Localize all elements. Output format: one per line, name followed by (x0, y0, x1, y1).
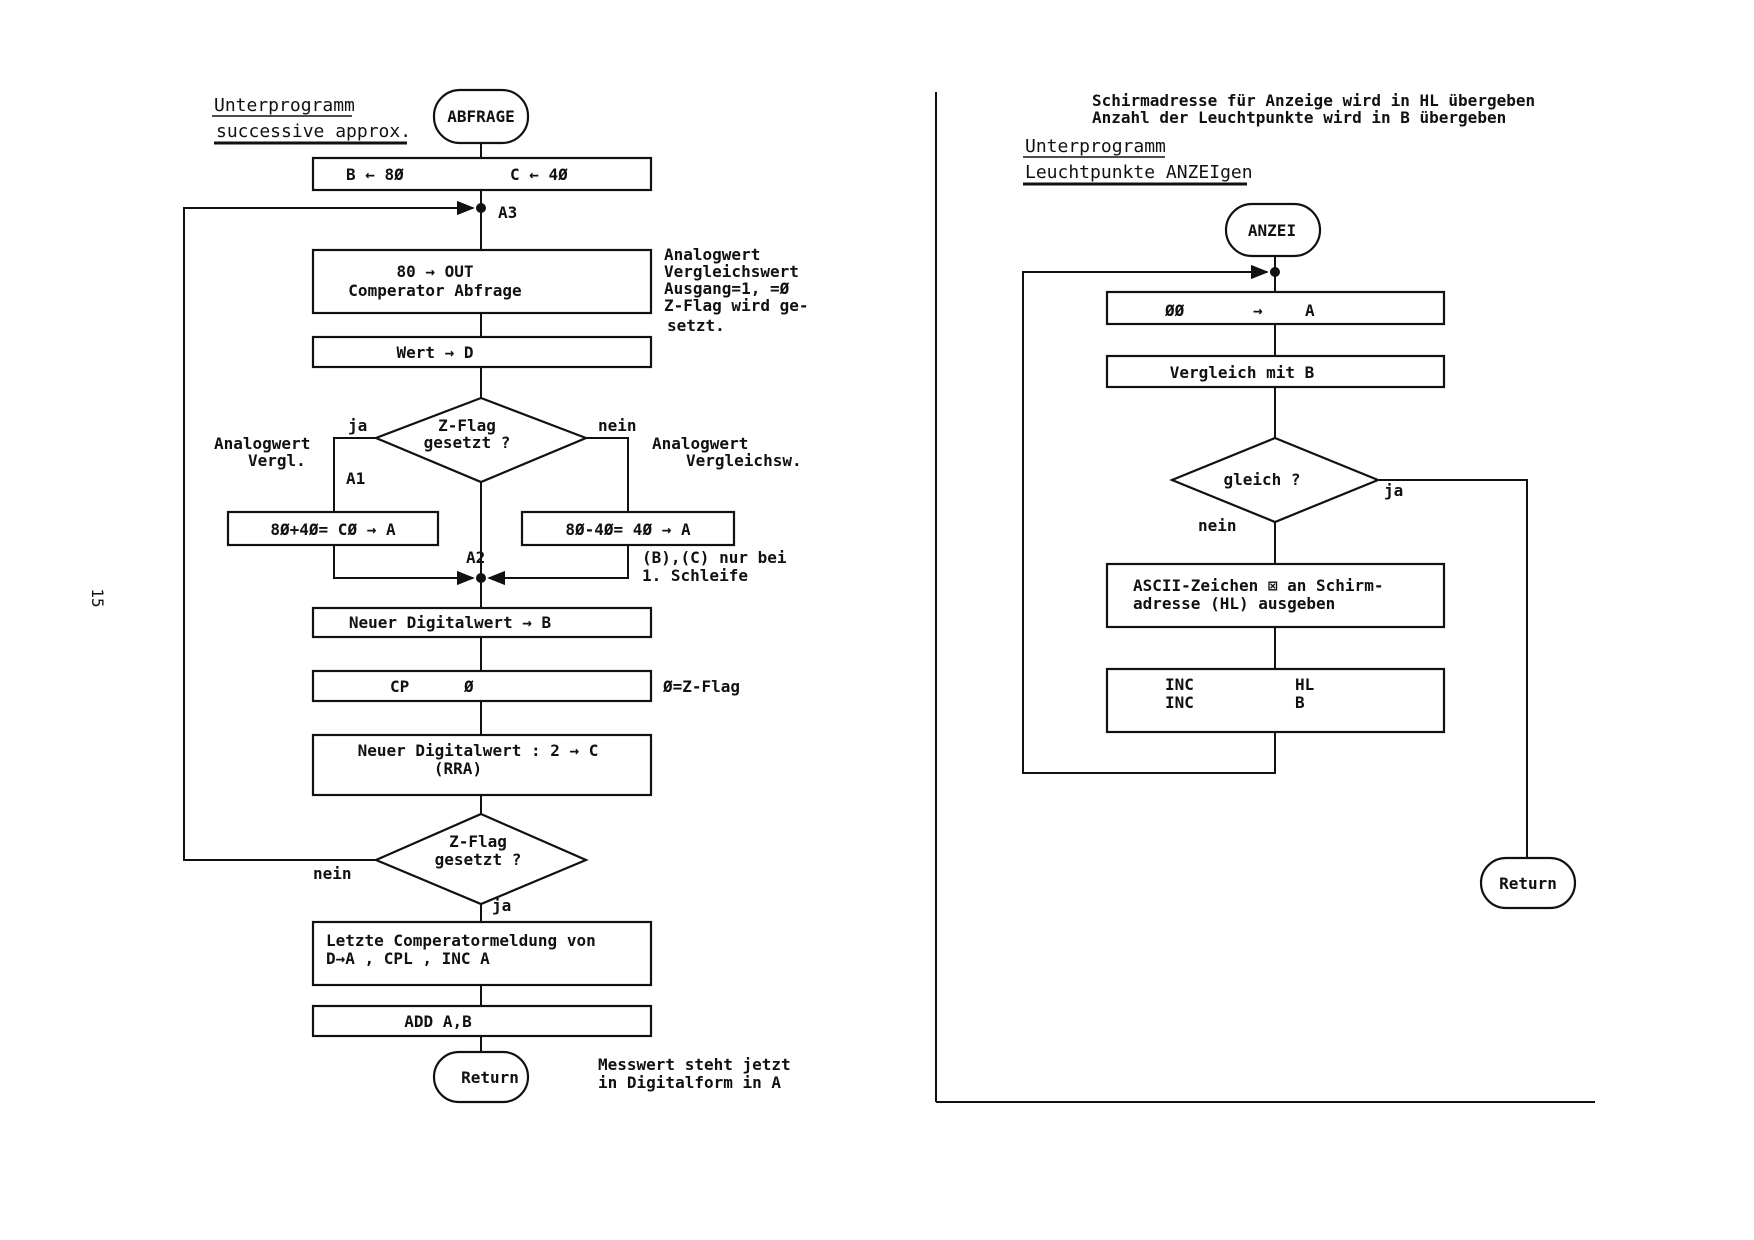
add-branch-label: 8Ø+4Ø= CØ → A (270, 520, 396, 539)
decision2-line1: Z-Flag (449, 832, 507, 851)
wert-box-label: Wert → D (396, 343, 473, 362)
wert-box (311, 335, 653, 369)
sub-branch-box (520, 510, 736, 547)
page-number: 15 (88, 588, 107, 607)
rra-box-line1: Neuer Digitalwert : 2 → C (358, 741, 599, 760)
end-note: Messwert steht jetzt in Digitalform in A (598, 1055, 791, 1092)
label-ja-1: ja (348, 416, 367, 435)
out-comperator-box (311, 248, 653, 315)
svg-text:Analogwert: Analogwert (652, 434, 748, 453)
label-nein-1: nein (598, 416, 637, 435)
svg-text:1. Schleife: 1. Schleife (642, 566, 748, 585)
zero-box-right: A (1305, 301, 1315, 320)
ascii-box-line1: ASCII-Zeichen ⊠ an Schirm- (1133, 576, 1383, 595)
cp-box-right: Ø (463, 677, 474, 696)
cp-note: Ø=Z-Flag (662, 677, 740, 696)
note-bc: (B),(C) nur bei 1. Schleife (642, 548, 787, 585)
vergleich-box (1105, 354, 1446, 389)
out-box-line2: Comperator Abfrage (348, 281, 521, 300)
decision1-line2: gesetzt ? (424, 433, 511, 452)
out-box-line1: 80 → OUT (396, 262, 473, 281)
left-header-line2: successive approx. (216, 121, 411, 142)
svg-text:Messwert steht jetzt: Messwert steht jetzt (598, 1055, 791, 1074)
inc-box (1105, 667, 1446, 734)
label-ja-2: ja (492, 896, 511, 915)
right-top-note: Schirmadresse für Anzeige wird in HL übe… (1092, 91, 1535, 127)
zflag-decision-2 (373, 812, 589, 906)
inc-arg1: HL (1295, 675, 1314, 694)
left-flowchart: Unterprogramm successive approx. ABFRAGE… (183, 88, 809, 1104)
inc-arg2: B (1295, 693, 1305, 712)
svg-text:Analogwert: Analogwert (214, 434, 310, 453)
add-branch-box (226, 510, 440, 547)
label-ja-right: ja (1384, 481, 1403, 500)
out-note: Analogwert Vergleichswert Ausgang=1, =Ø … (664, 245, 809, 335)
sub-branch-label: 8Ø-4Ø= 4Ø → A (565, 520, 691, 539)
ascii-output-box (1105, 562, 1446, 629)
zero-to-a-box (1105, 290, 1446, 326)
zero-box-left: ØØ (1164, 301, 1185, 320)
svg-text:(B),(C) nur bei: (B),(C) nur bei (642, 548, 787, 567)
init-box (311, 156, 653, 192)
svg-text:setzt.: setzt. (667, 316, 725, 335)
add-ab-box (311, 1004, 653, 1038)
neuer-b-label: Neuer Digitalwert → B (349, 613, 552, 632)
decision2-line2: gesetzt ? (435, 850, 522, 869)
init-box-right: C ← 4Ø (510, 165, 568, 184)
init-box-left: B ← 8Ø (346, 165, 404, 184)
label-nein-right: nein (1198, 516, 1237, 535)
rra-box (311, 733, 653, 797)
note-right: Analogwert Vergleichsw. (652, 434, 802, 470)
inc-op1: INC (1165, 675, 1194, 694)
svg-text:in Digitalform in A: in Digitalform in A (598, 1073, 781, 1092)
gleich-decision (1169, 436, 1381, 524)
zflag-decision-1 (373, 396, 589, 484)
abfrage-terminal (432, 88, 530, 145)
vergleich-label: Vergleich mit B (1170, 363, 1315, 382)
return-terminal-left (432, 1050, 530, 1104)
add-ab-label: ADD A,B (404, 1012, 472, 1031)
label-nein-2: nein (313, 864, 352, 883)
rra-box-line2: (RRA) (434, 759, 482, 778)
neuer-digitalwert-b-box (311, 606, 653, 639)
svg-text:Ausgang=1, =Ø: Ausgang=1, =Ø (664, 279, 790, 298)
return-right-label: Return (1499, 874, 1557, 893)
letzte-box-line1: Letzte Comperatormeldung von (326, 931, 596, 950)
svg-text:Vergl.: Vergl. (248, 451, 306, 470)
svg-text:Schirmadresse für Anzeige wird: Schirmadresse für Anzeige wird in HL übe… (1092, 91, 1535, 110)
svg-text:Z-Flag wird ge-: Z-Flag wird ge- (664, 296, 809, 315)
gleich-label: gleich ? (1223, 470, 1300, 489)
label-a3: A3 (498, 203, 517, 222)
cp-box-left: CP (390, 677, 409, 696)
abfrage-terminal-label: ABFRAGE (447, 107, 514, 126)
svg-text:Anzahl der Leuchtpunkte wird i: Anzahl der Leuchtpunkte wird in B überge… (1092, 108, 1506, 127)
ascii-box-line2: adresse (HL) ausgeben (1133, 594, 1335, 613)
cp-box (311, 669, 653, 703)
right-header-line1: Unterprogramm (1025, 136, 1166, 157)
note-left: Analogwert Vergl. (214, 434, 310, 470)
decision1-line1: Z-Flag (438, 416, 496, 435)
svg-text:Vergleichsw.: Vergleichsw. (686, 451, 802, 470)
return-left-label: Return (461, 1068, 519, 1087)
inc-op2: INC (1165, 693, 1194, 712)
letzte-comperator-box (311, 920, 653, 987)
left-header-line1: Unterprogramm (214, 95, 355, 116)
label-a1: A1 (346, 469, 365, 488)
zero-box-arrow: → (1253, 301, 1263, 320)
anzei-terminal-label: ANZEI (1248, 221, 1296, 240)
svg-text:Vergleichswert: Vergleichswert (664, 262, 799, 281)
label-a2: A2 (466, 548, 485, 567)
letzte-box-line2: D→A , CPL , INC A (326, 949, 490, 968)
right-flowchart: Schirmadresse für Anzeige wird in HL übe… (1022, 91, 1577, 910)
anzei-terminal (1224, 202, 1322, 258)
right-header-line2: Leuchtpunkte ANZEIgen (1025, 162, 1253, 183)
svg-text:Analogwert: Analogwert (664, 245, 760, 264)
return-terminal-right (1479, 856, 1577, 910)
